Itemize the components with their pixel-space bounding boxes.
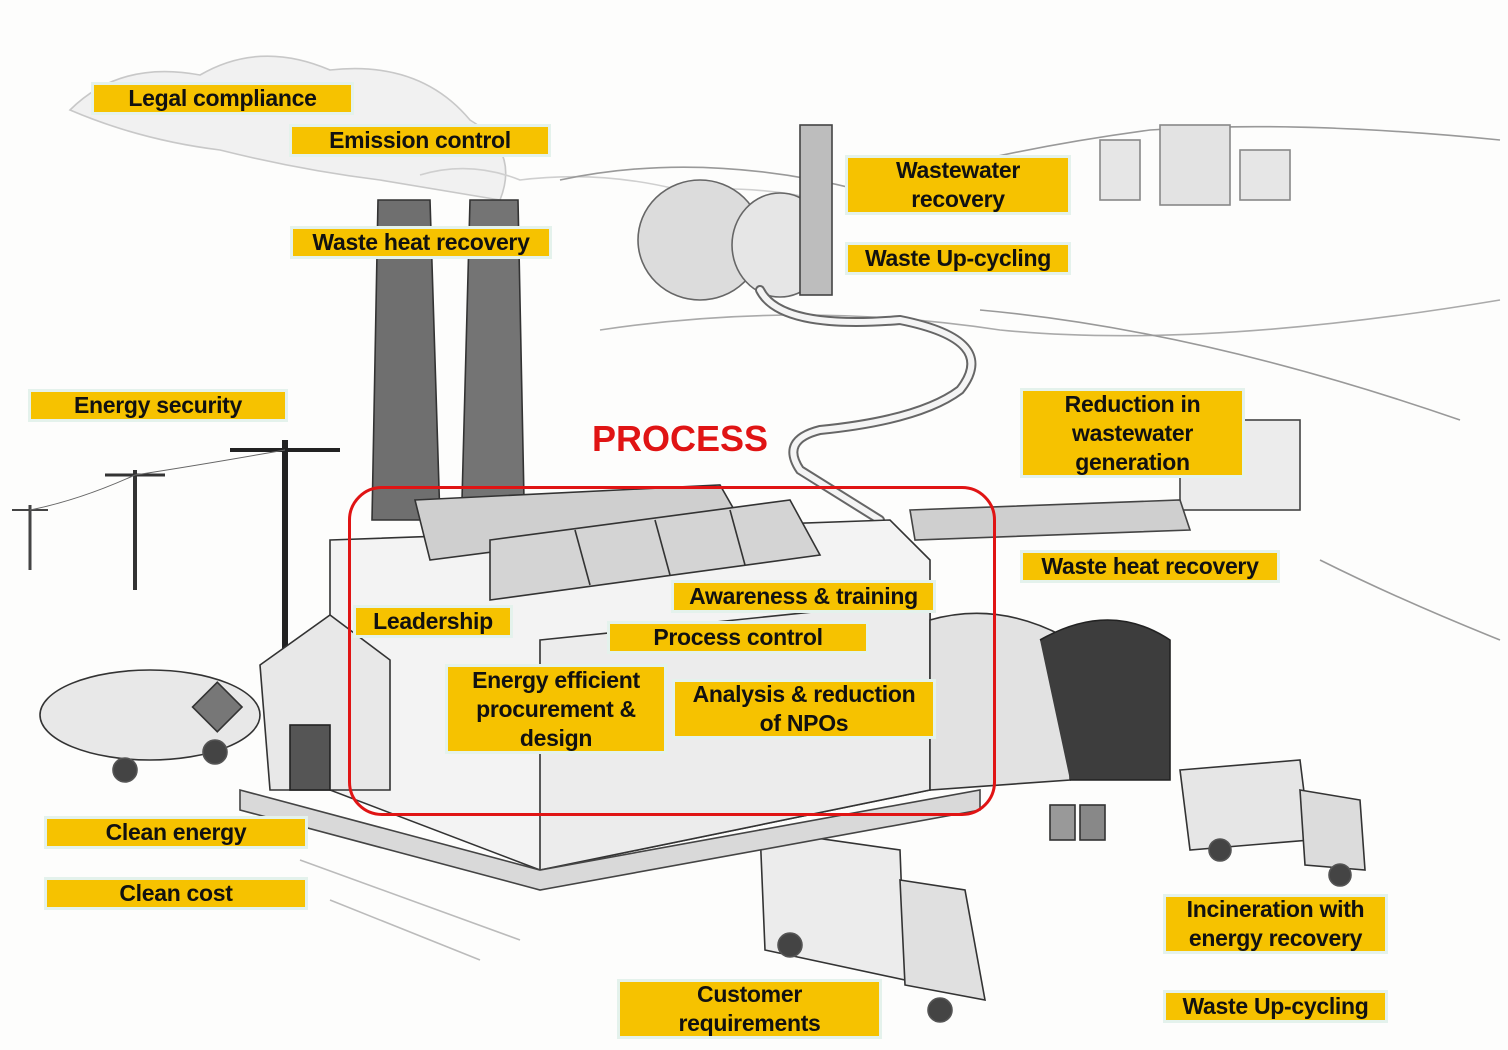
garbage-truck xyxy=(1179,759,1311,851)
skylight-front xyxy=(489,499,822,601)
label-clean-cost: Clean cost xyxy=(44,877,308,910)
label-process-control: Process control xyxy=(607,621,869,654)
label-customer-requirements: Customer requirements xyxy=(617,979,882,1039)
label-analysis-reduction-npos: Analysis & reduction of NPOs xyxy=(672,679,936,739)
label-energy-security: Energy security xyxy=(28,389,288,422)
label-emission-control: Emission control xyxy=(289,124,551,157)
label-legal-compliance: Legal compliance xyxy=(91,82,354,115)
delivery-truck xyxy=(759,829,906,981)
process-boundary xyxy=(348,486,996,816)
tower xyxy=(799,124,833,296)
label-incineration-energy-recovery: Incineration with energy recovery xyxy=(1163,894,1388,954)
label-reduction-wastewater: Reduction in wastewater generation xyxy=(1020,388,1245,478)
label-waste-heat-recovery-right: Waste heat recovery xyxy=(1020,550,1280,583)
process-title: PROCESS xyxy=(591,418,769,459)
label-energy-efficient-procurement: Energy efficient procurement & design xyxy=(445,664,667,754)
label-clean-energy: Clean energy xyxy=(44,816,308,849)
label-leadership: Leadership xyxy=(353,605,513,638)
label-awareness-training: Awareness & training xyxy=(671,580,936,613)
label-waste-upcycling-bottom: Waste Up-cycling xyxy=(1163,990,1388,1023)
label-waste-heat-recovery-stack: Waste heat recovery xyxy=(290,226,552,259)
label-waste-upcycling-top: Waste Up-cycling xyxy=(845,242,1071,275)
label-wastewater-recovery: Wastewater recovery xyxy=(845,155,1071,215)
tanker-truck xyxy=(39,669,261,761)
